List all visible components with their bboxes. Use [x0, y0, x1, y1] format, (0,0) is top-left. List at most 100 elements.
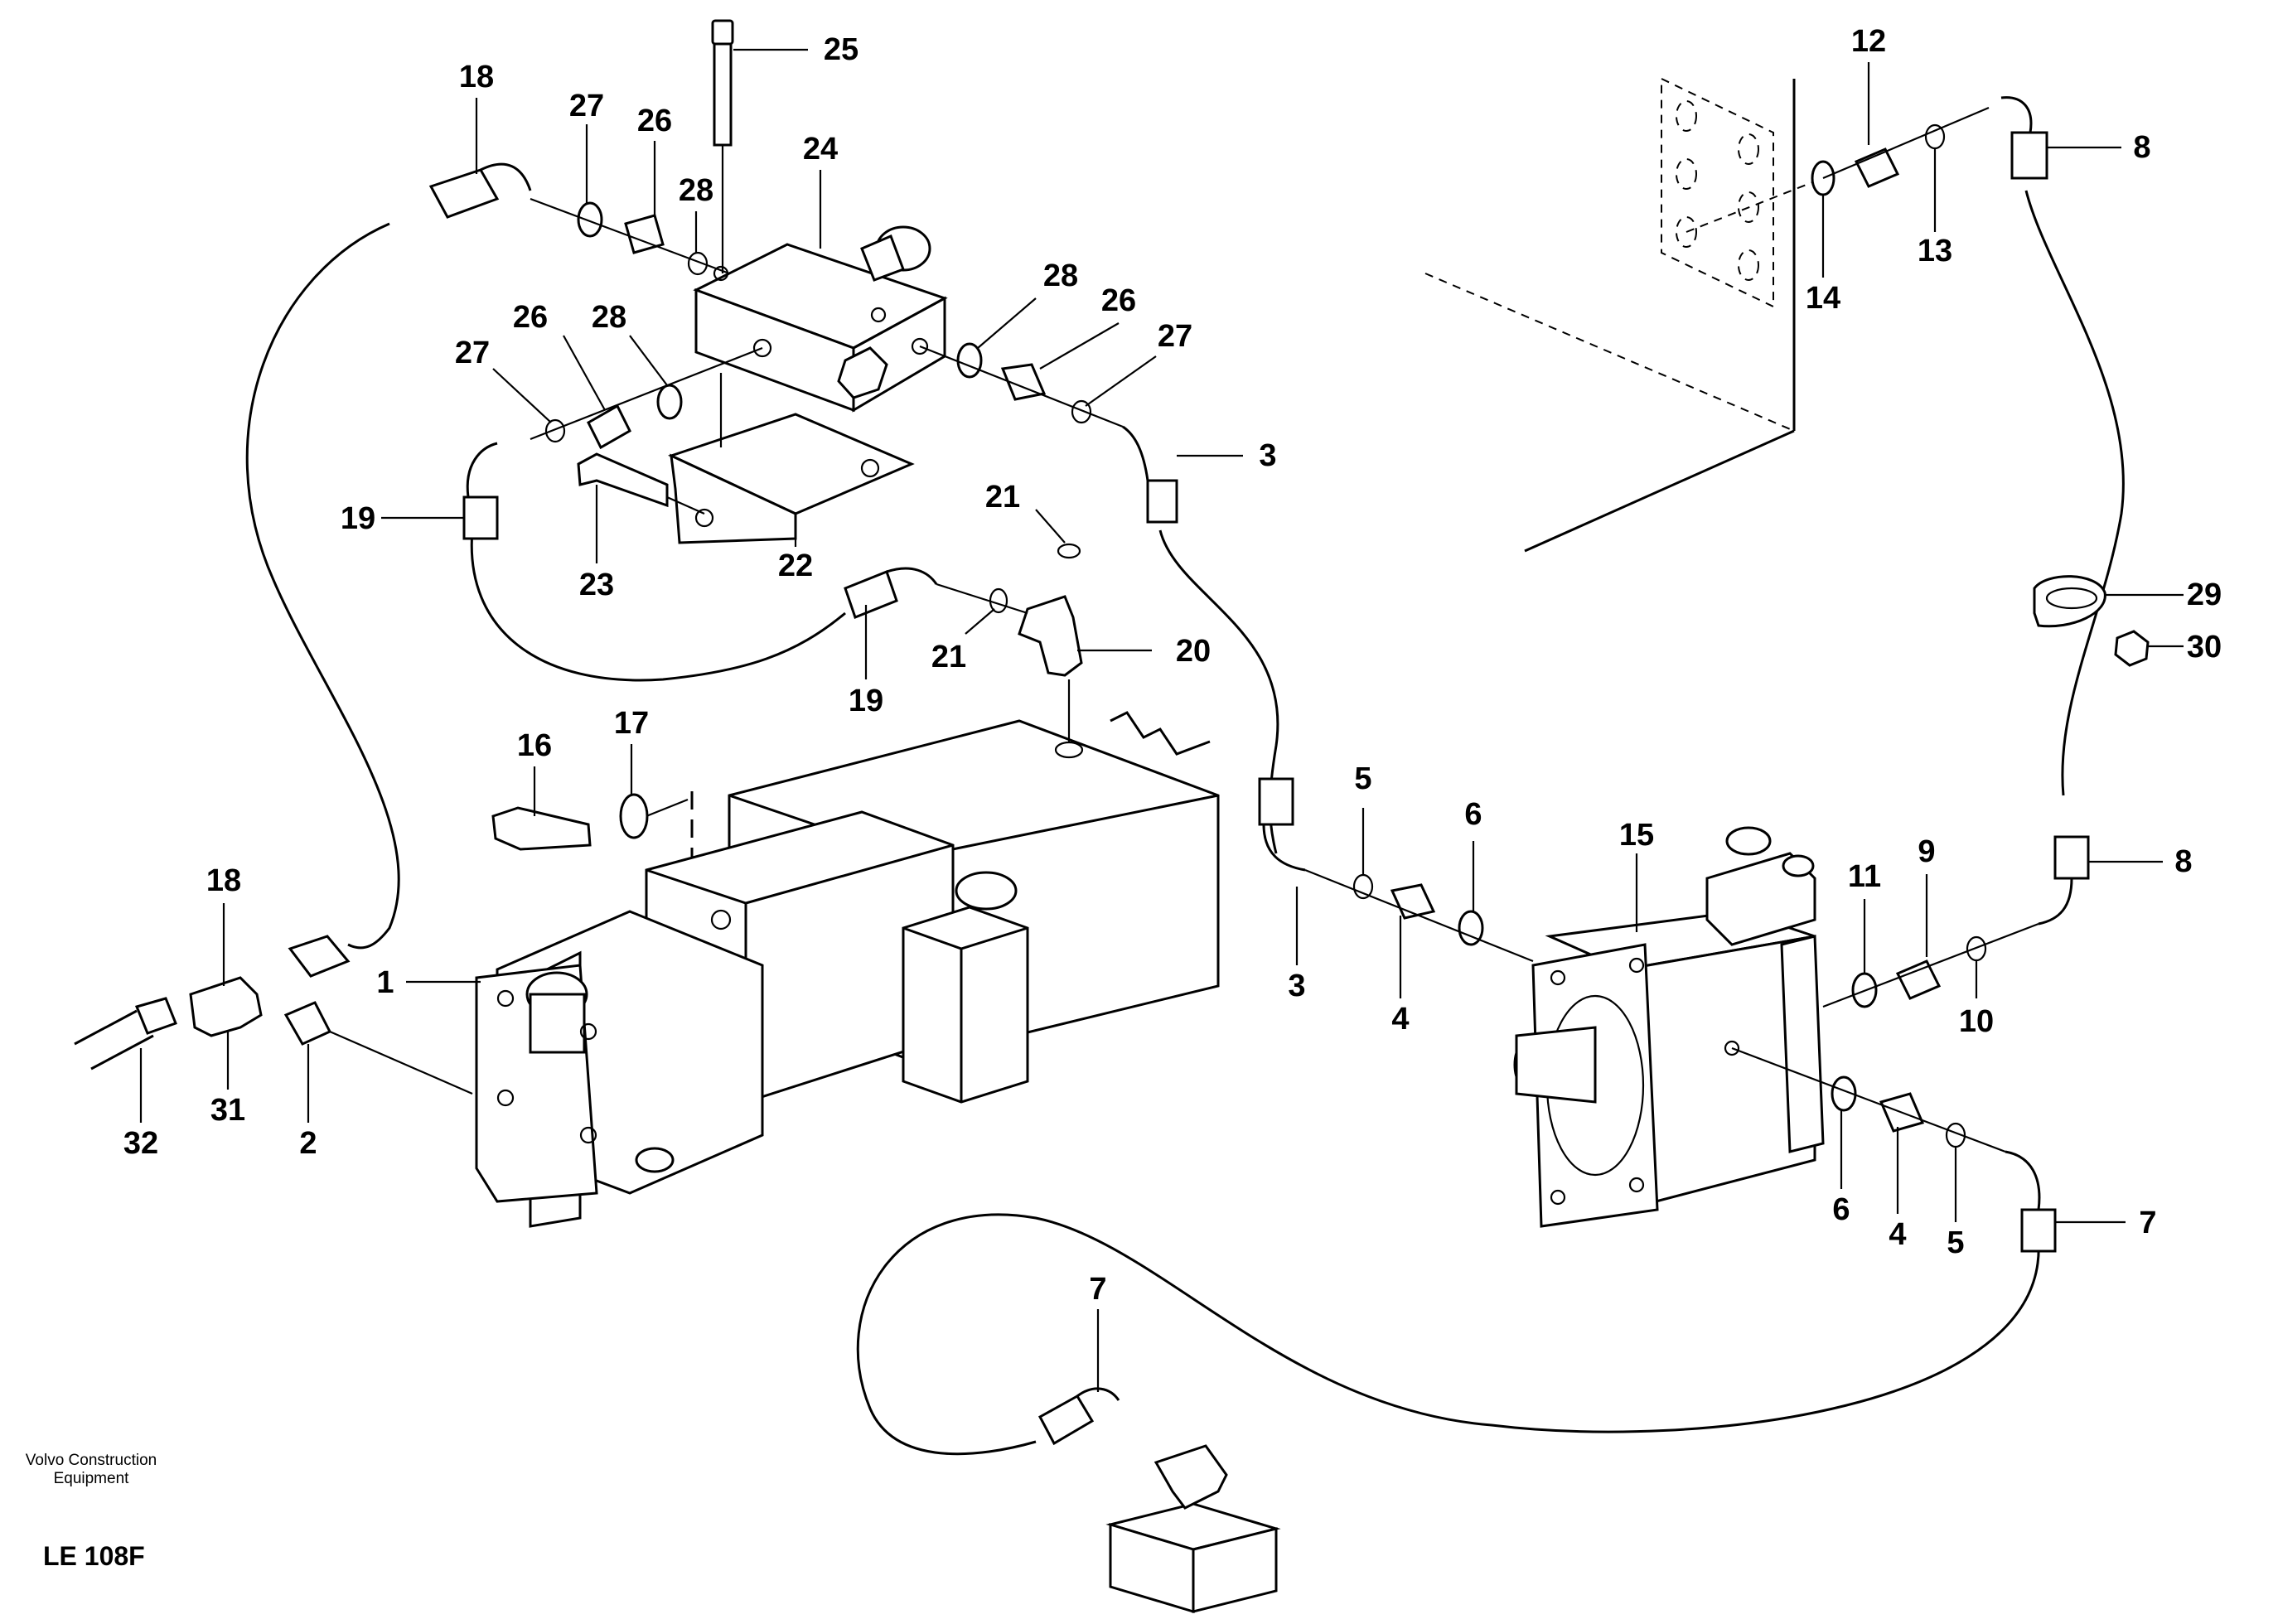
- wall-edge-diagonal: [1524, 429, 1795, 553]
- motor-bolt-3: [1550, 1189, 1566, 1206]
- callout-19b: 19: [849, 684, 883, 718]
- leader-21a: [1035, 509, 1066, 544]
- callout-8b: 8: [2174, 844, 2192, 879]
- nut-30: [2114, 630, 2150, 667]
- callout-3b: 3: [1288, 969, 1305, 1003]
- pump-solenoid-block: [902, 906, 1029, 1104]
- seal-6-a: [1458, 910, 1484, 946]
- tank-assembly: [1105, 1444, 1281, 1614]
- hose-8-fitting-top: [2010, 131, 2048, 180]
- wall-hole-2: [1738, 133, 1759, 165]
- pump-bolt-4: [579, 1126, 597, 1144]
- callout-10: 10: [1959, 1004, 1994, 1039]
- axis-motor-right-lower: [1731, 1046, 2006, 1153]
- hose-8-fitting-bottom: [2053, 835, 2090, 880]
- nipple-26-b: [587, 404, 631, 450]
- oring-5-a: [1352, 873, 1374, 900]
- motor-bolt-4: [1628, 1177, 1645, 1193]
- hose-7-fitting-right: [2020, 1208, 2057, 1253]
- callout-26a: 26: [637, 104, 672, 138]
- motor-valve-knob-2: [1782, 854, 1815, 877]
- wall-plate-outline: [1661, 77, 1774, 308]
- bracket-22-hole: [860, 458, 880, 478]
- bolt-16-axis: [646, 798, 689, 818]
- pump-port-plug-body: [529, 993, 586, 1054]
- seal-28-b: [656, 384, 683, 420]
- leader-21b: [965, 608, 995, 635]
- valve-block-assembly: [667, 225, 948, 544]
- callout-14: 14: [1806, 281, 1840, 316]
- wall-plate-axis: [1686, 177, 1824, 233]
- callout-13: 13: [1918, 234, 1952, 268]
- callout-28b: 28: [592, 300, 626, 335]
- callout-4b: 4: [1889, 1217, 1906, 1252]
- nipple-12: [1854, 147, 1900, 188]
- hose-18-elbow-top: [480, 162, 532, 191]
- oring-5-b: [1945, 1122, 1966, 1148]
- callout-5b: 5: [1947, 1225, 1964, 1260]
- callout-18a: 18: [459, 60, 494, 94]
- valve-port-front: [752, 338, 772, 358]
- bolts: [491, 19, 734, 920]
- hose-3-fitting-top: [1146, 479, 1178, 524]
- hose-18: [245, 222, 400, 950]
- hose-8: [2024, 190, 2125, 796]
- hoses: [74, 96, 2125, 1456]
- callout-28a: 28: [679, 173, 713, 208]
- hose-19-fitting-left: [462, 495, 499, 540]
- leader-26b: [563, 335, 606, 411]
- hose-8-elbow-top: [2000, 96, 2033, 133]
- hose-32: [74, 1009, 154, 1071]
- fittings: [134, 106, 2039, 1153]
- callout-8a: 8: [2133, 130, 2150, 165]
- callout-2: 2: [299, 1126, 317, 1161]
- callout-20: 20: [1176, 634, 1211, 669]
- axis-mid-b: [530, 346, 763, 441]
- hose-19-elbow-left: [466, 442, 498, 498]
- callout-27c: 27: [1158, 319, 1192, 354]
- oring-21-b: [1057, 543, 1081, 559]
- motor-bolt-2: [1628, 957, 1645, 974]
- callout-1: 1: [376, 965, 394, 1000]
- oring-27-b: [544, 418, 566, 443]
- hose-18-end-top: [428, 168, 500, 219]
- axis-top-a: [530, 197, 730, 275]
- axis-motor-right-upper: [1822, 922, 2039, 1008]
- callout-30: 30: [2187, 630, 2222, 665]
- valve-solenoid-body: [860, 234, 905, 282]
- callout-15: 15: [1619, 818, 1654, 853]
- hose-7-elbow-left: [1076, 1387, 1120, 1401]
- motor-shaft-body: [1515, 1026, 1597, 1104]
- wall-hole-3: [1676, 158, 1697, 190]
- motor-side-port: [1724, 1040, 1740, 1056]
- bolt-25-shank: [713, 42, 733, 147]
- motor-assembly: [1513, 826, 1825, 1228]
- tank-tee: [1154, 1444, 1228, 1510]
- wall-hole-5: [1676, 216, 1697, 248]
- hose-8-elbow-bottom: [2038, 877, 2073, 926]
- tee-20: [1018, 595, 1083, 677]
- callout-26b: 26: [513, 300, 548, 335]
- leader-28b: [629, 335, 668, 386]
- pump-port-leader: [329, 1030, 473, 1095]
- callouts: 1 2 3 3 4 4 5 5 6 6 7 7 8 8 9 10 11 12 1…: [123, 24, 2222, 1307]
- callout-26c: 26: [1101, 283, 1136, 318]
- pump-bolt-1: [496, 989, 515, 1008]
- clamp-29: [2033, 575, 2106, 628]
- pump-bolt-2: [496, 1089, 515, 1107]
- bolt-23-axis: [666, 495, 705, 515]
- callout-29: 29: [2187, 578, 2222, 612]
- hose-7: [856, 1213, 2040, 1456]
- callout-5a: 5: [1354, 761, 1371, 796]
- wall-hole-6: [1738, 249, 1759, 281]
- bolt-16: [491, 806, 592, 851]
- callout-3a: 3: [1259, 438, 1276, 473]
- seal-28-c: [956, 342, 983, 379]
- pump-flange-foot: [635, 1147, 675, 1173]
- wall-hole-4: [1738, 191, 1759, 223]
- bracket-22-hole-2: [694, 508, 714, 528]
- pump-solenoid-block-top: [902, 926, 1028, 1102]
- footer-company-line2: Equipment: [53, 1470, 129, 1487]
- motor-bolt-1: [1550, 969, 1566, 986]
